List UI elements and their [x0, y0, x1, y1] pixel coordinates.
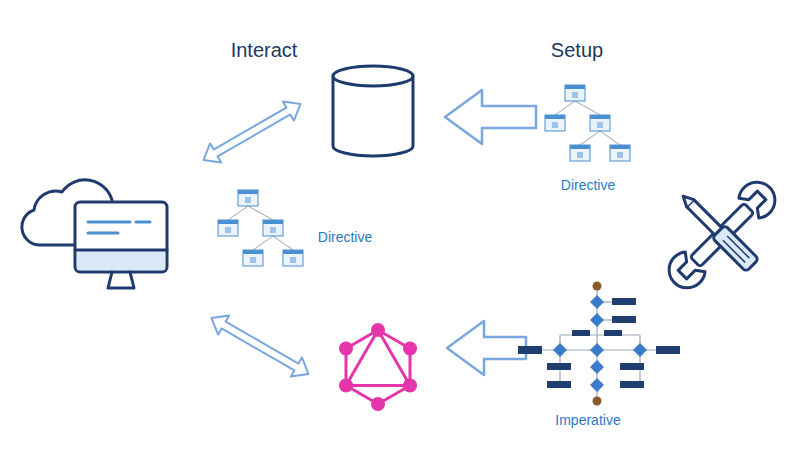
computer-icon: [22, 180, 167, 288]
approach-label: Imperative: [555, 412, 620, 429]
graphql-logo: [339, 323, 417, 411]
setup-arrow: [447, 321, 526, 375]
section-heading: Setup: [551, 38, 603, 62]
tree-icon: [218, 190, 303, 266]
interact-arrow: [198, 94, 306, 169]
tools-icon: [662, 175, 783, 296]
setup-arrow: [445, 90, 536, 144]
database-icon: [333, 66, 413, 156]
approach-label: Directive: [561, 177, 615, 194]
interact-arrow: [206, 308, 314, 383]
approach-label: Directive: [318, 229, 372, 246]
section-heading: Interact: [231, 38, 298, 62]
flowchart-icon: [518, 282, 680, 406]
tree-icon: [545, 85, 630, 161]
